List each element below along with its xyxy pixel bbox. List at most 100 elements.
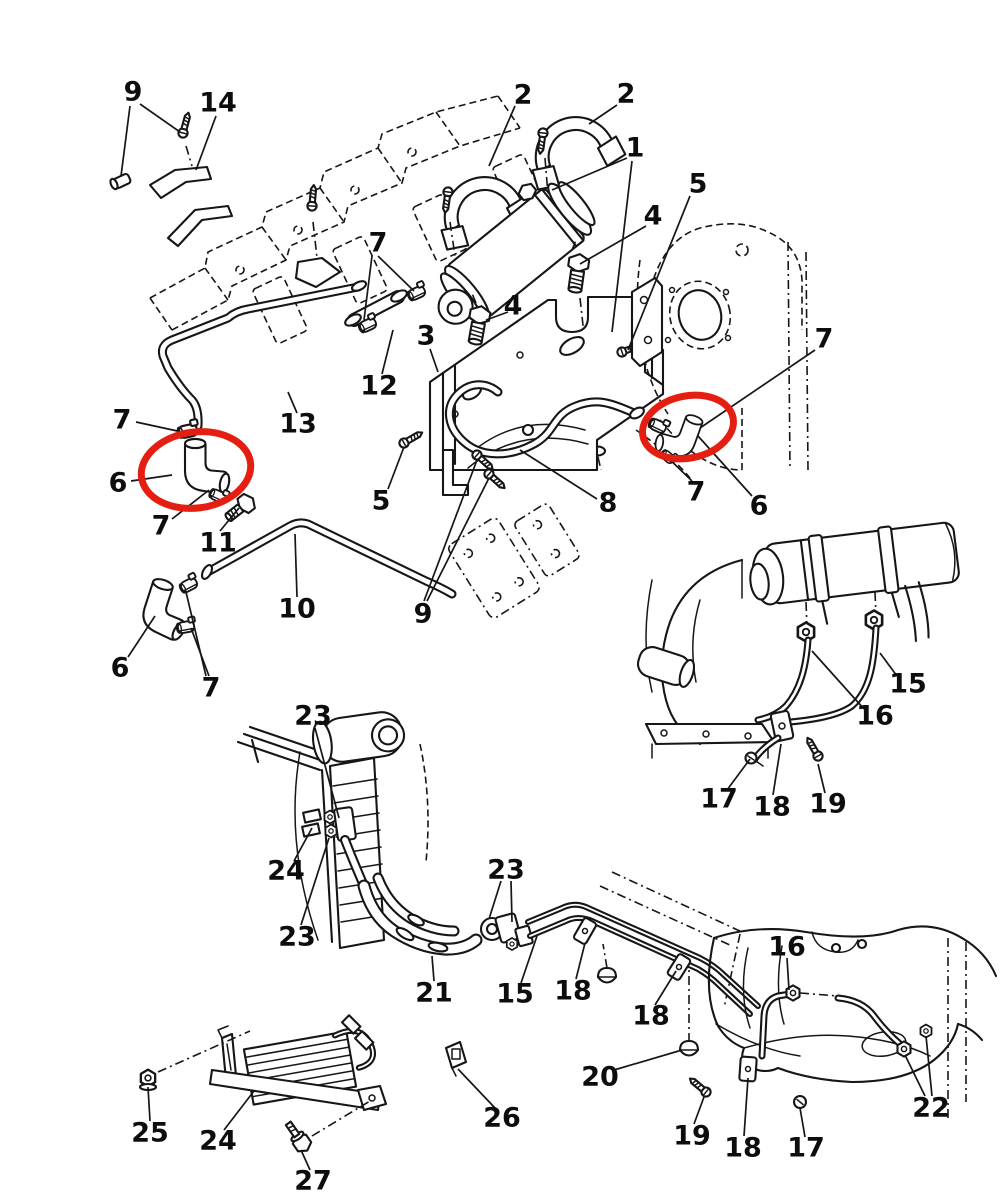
callout-7-7: 7 [369,228,388,259]
tube-16-lower-bore [760,992,792,1058]
leader-line [693,1096,705,1125]
leader-line [697,435,753,497]
leader-line [786,957,790,991]
front-frame-radiator [236,711,483,956]
callout-8-18: 8 [599,488,618,519]
hose-21-tube-bore [359,881,481,954]
fittings-23-24-cluster [301,806,357,842]
hose-item13 [157,280,368,431]
leader-line [429,348,439,373]
leader-line [423,459,478,602]
leader-line [575,942,586,980]
callout-7-13: 7 [113,405,132,436]
callout-23-32: 23 [278,922,316,953]
leader-line [726,758,751,791]
leader-line [431,955,435,982]
screw-item5-left [396,427,426,451]
callout-19-29: 19 [809,789,847,820]
hose-10-tube-bore [203,520,455,597]
leader-line [426,477,490,602]
callout-27-47: 27 [294,1166,332,1197]
leader-line [799,1107,806,1138]
leader-line [743,1077,749,1137]
hose-item8 [445,380,645,459]
leader-line [287,391,298,414]
tube-15-run-a-bore [527,903,759,1007]
leader-line [772,743,782,796]
callout-4-6: 4 [644,201,663,232]
callout-16-26: 16 [856,701,894,732]
leader-line [127,615,156,658]
callout-13-11: 13 [279,409,317,440]
highlight-ellipse-2 [639,391,737,463]
tube-16-lower-b-bore [836,996,902,1046]
leader-line [293,827,313,862]
callout-14-1: 14 [199,88,237,119]
leader-line [488,880,502,920]
leader-line [185,591,207,677]
callout-22-44: 22 [912,1093,950,1124]
callout-18-42: 18 [724,1133,762,1164]
leader-line [381,329,394,375]
leader-line [613,1049,683,1071]
leader-line [195,115,217,171]
callout-12-10: 12 [360,371,398,402]
bolt-item27 [284,1120,313,1153]
connector-23-and-tubes [444,871,761,1077]
callout-17-43: 17 [787,1133,825,1164]
callout-17-27: 17 [700,784,738,815]
leader-line [579,225,647,265]
callout-9-24: 9 [414,599,433,630]
leader-line [699,349,816,429]
leader-line [300,1149,311,1171]
leader-line [294,533,298,598]
screw-item9 [176,110,194,167]
leader-line [551,157,628,191]
callout-1-4: 1 [626,133,645,164]
hose-8-tube-bore [447,382,639,457]
screw-item19-mid [802,734,826,764]
hose-13-tube-bore [160,284,361,429]
leader-line [377,255,415,292]
clip-item17-bottom [792,1094,808,1110]
transmission-housing [685,925,998,1118]
leader-line [588,104,618,125]
callout-11-16: 11 [199,528,237,559]
screw-item19-bottom [685,1073,714,1100]
callout-2-2: 2 [514,80,533,111]
plug-item9 [109,173,132,191]
mounting-bracket-item3 [428,295,665,497]
leader-line [135,421,183,433]
callout-26-39: 26 [483,1103,521,1134]
leader-line [510,880,513,923]
leader-line [219,507,240,532]
leader-line [520,935,538,984]
leader-line [223,1090,255,1131]
leader-line [387,446,405,490]
callout-15-35: 15 [496,979,534,1010]
line-art [109,95,998,1153]
leader-line [485,311,509,321]
leader-line [171,489,210,520]
lower-elbow-cluster [136,571,202,644]
tube-16-upper-bore [756,638,810,722]
callout-24-46: 24 [199,1126,237,1157]
leader-line [300,837,330,926]
leader-line [817,763,826,794]
leader-line [190,627,210,677]
callout-20-38: 20 [581,1062,619,1093]
clamp-bracket-item14 [148,165,342,289]
hose-item12 [344,279,430,335]
callout-24-31: 24 [267,856,305,887]
leader-line [925,1035,933,1097]
leader-line [130,474,173,482]
engine-block-right-reference [630,223,809,479]
callout-3-9: 3 [417,321,436,352]
callout-18-28: 18 [753,792,791,823]
highlight-ellipse-1 [137,428,255,512]
nut-item25 [138,1068,158,1092]
callout-21-34: 21 [415,978,453,1009]
callout-23-33: 23 [487,855,525,886]
